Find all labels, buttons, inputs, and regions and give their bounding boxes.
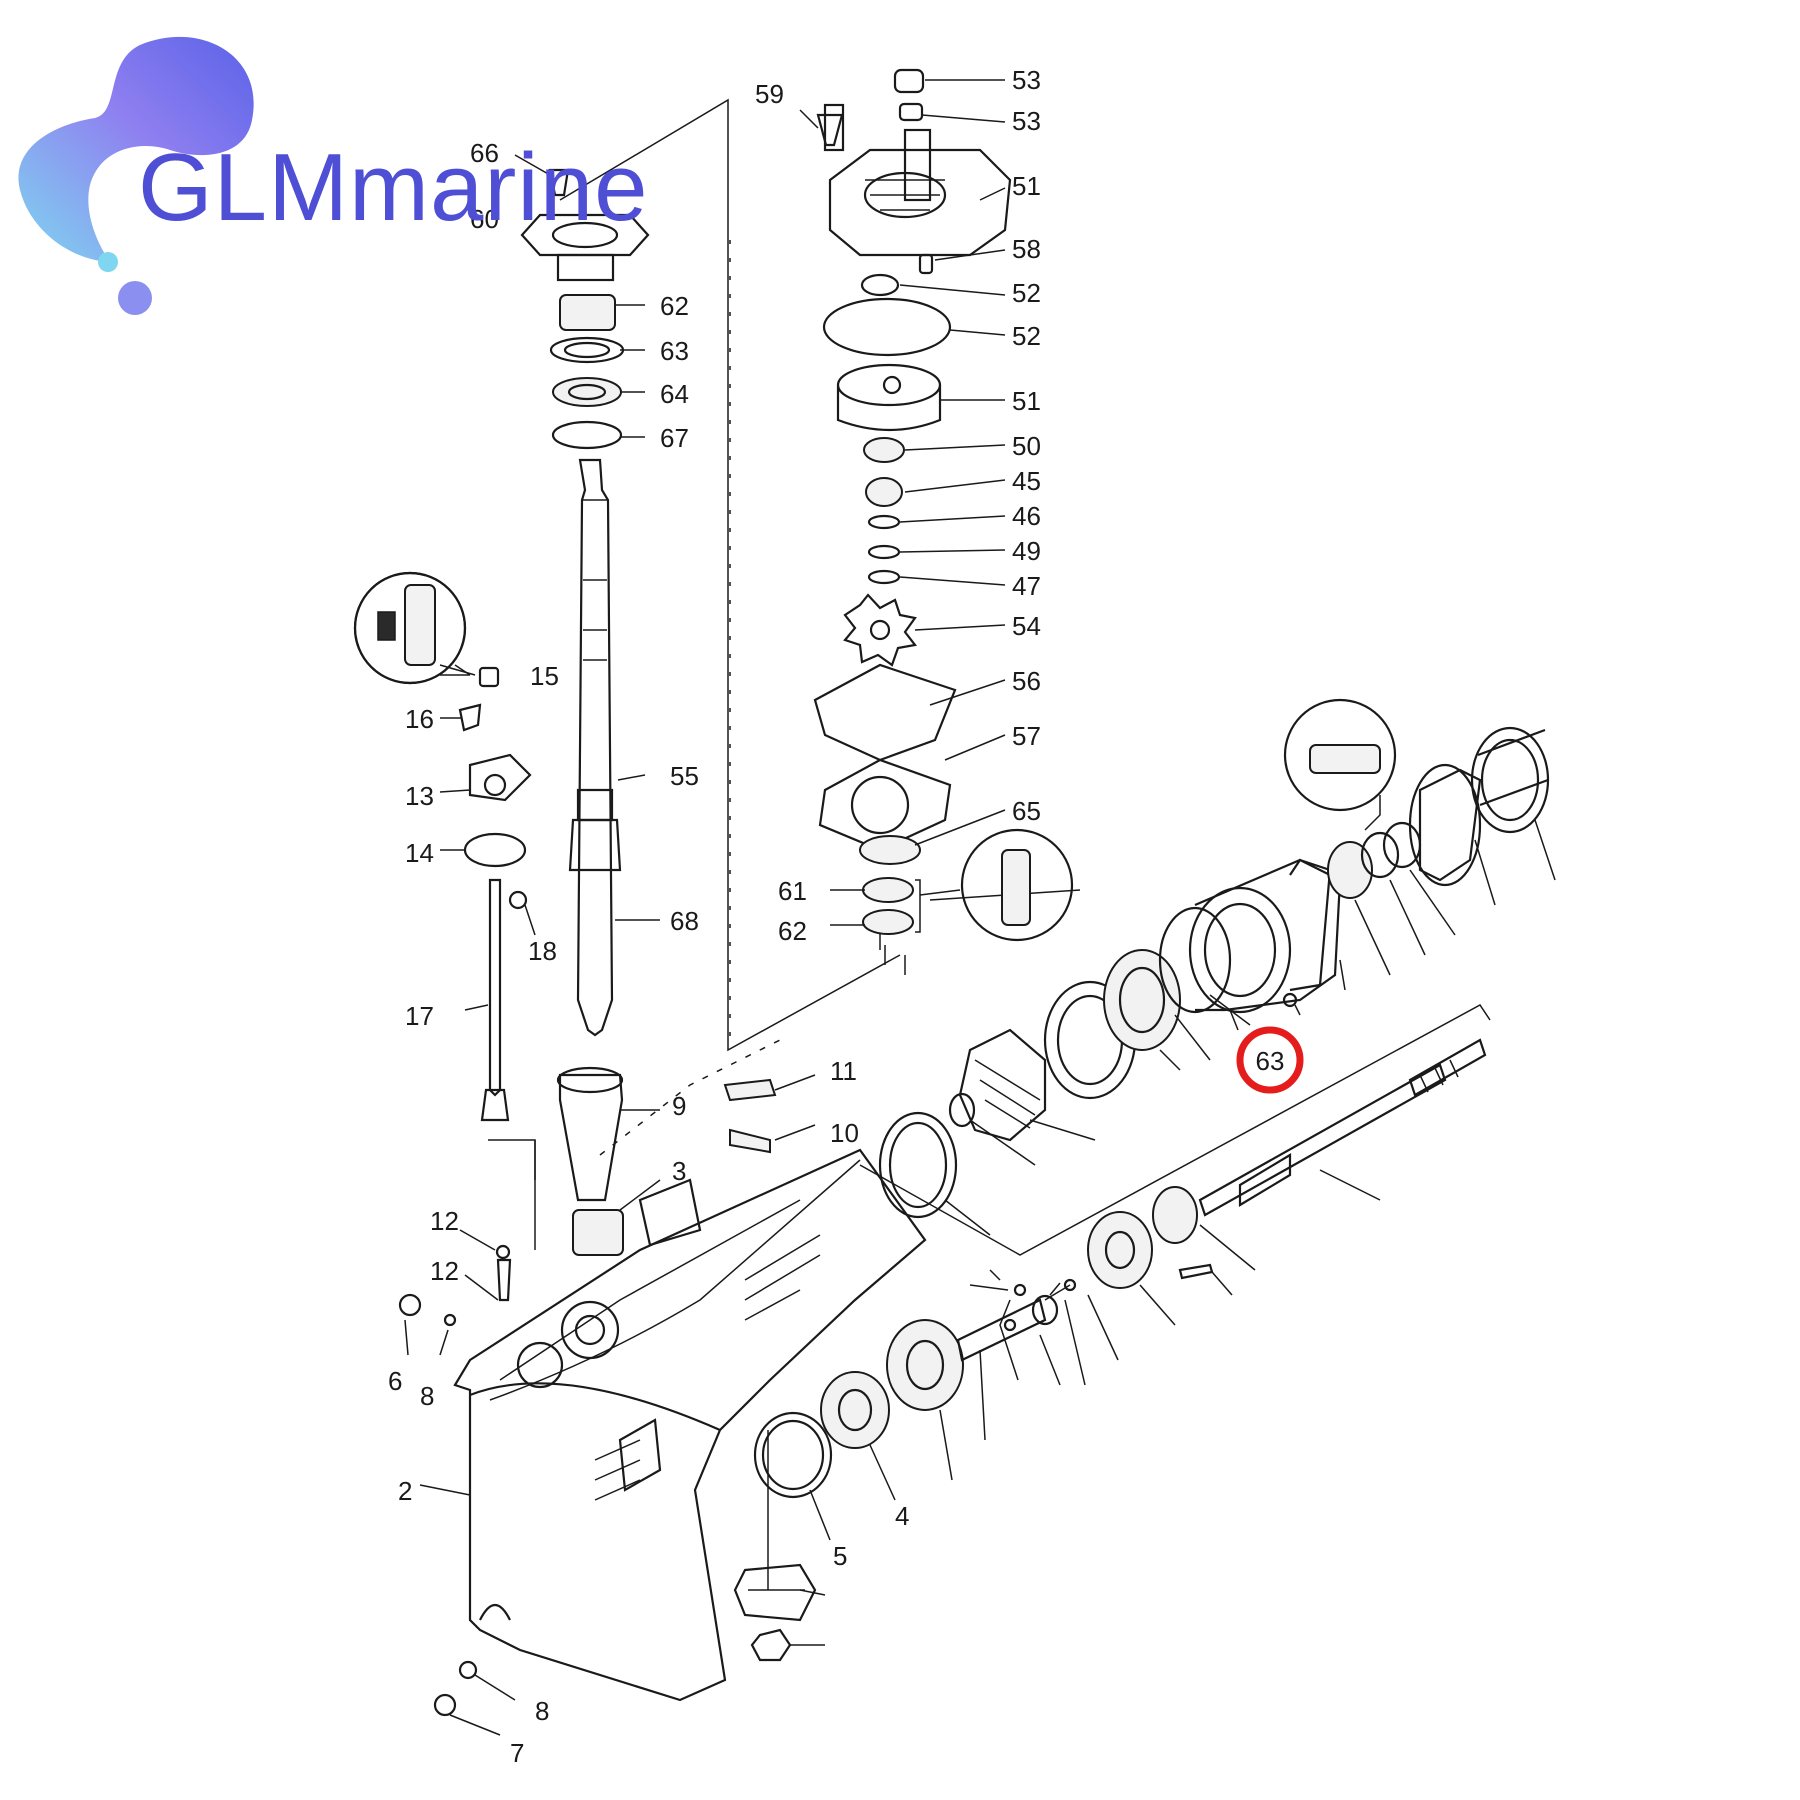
part-label-30: 54 [1012, 611, 1041, 641]
part-label-14: 13 [405, 781, 434, 811]
part-label-21b: 47 [1012, 571, 1041, 601]
part-label-22: 49 [1012, 536, 1041, 566]
highlighted-part-callout[interactable]: 63 [1236, 1026, 1304, 1094]
propeller-shaft-assembly [733, 726, 1550, 1662]
part-label-19: 18 [528, 936, 557, 966]
part-label-24: 51 [1012, 171, 1041, 201]
drive-shaft [568, 458, 622, 1037]
brand-logo-blob [18, 36, 254, 315]
part-label-12: 12 [430, 1256, 459, 1286]
part-label-28: 53 [1012, 106, 1041, 136]
part-label-2: 2 [398, 1476, 412, 1506]
part-label-10: 10 [830, 1118, 859, 1148]
part-label-38: 62 [660, 291, 689, 321]
part-label-5: 5 [833, 1541, 847, 1571]
part-label-31: 55 [670, 761, 699, 791]
part-label-39: 63 [660, 336, 689, 366]
part-label-3: 3 [672, 1156, 686, 1186]
part-label-26: 52 [1012, 321, 1041, 351]
part-label-6: 6 [388, 1366, 402, 1396]
part-label-4: 4 [895, 1501, 909, 1531]
part-label-23: 50 [1012, 431, 1041, 461]
brand-logo-text: GLMmarine [138, 134, 649, 241]
part-label-42: 65 [1012, 796, 1041, 826]
part-label-44: 68 [670, 906, 699, 936]
part-label-21a: 46 [1012, 501, 1041, 531]
shift-assembly [353, 571, 532, 1122]
part-label-37b: 62 [778, 916, 807, 946]
part-label-8b: 8 [535, 1696, 549, 1726]
part-label-43: 66 [470, 138, 499, 168]
part-label-13: 12 [430, 1206, 459, 1236]
lower-components [398, 1066, 777, 1717]
part-label-35: 59 [755, 79, 784, 109]
part-label-20: 45 [1012, 466, 1041, 496]
part-label-63: 63 [1256, 1046, 1285, 1076]
part-label-27: 52 [1012, 278, 1041, 308]
part-label-25: 51 [1012, 386, 1041, 416]
detail-callout-icons [353, 571, 1397, 942]
part-label-41: 67 [660, 423, 689, 453]
part-label-33: 57 [1012, 721, 1041, 751]
part-labels: 53 53 51 58 52 52 51 50 45 46 49 47 54 5… [388, 65, 1041, 1768]
part-label-36: 60 [470, 204, 499, 234]
gear-case-housing [453, 1148, 927, 1702]
part-label-40: 64 [660, 379, 689, 409]
part-label-32: 56 [1012, 666, 1041, 696]
part-label-16: 15 [530, 661, 559, 691]
part-label-37a: 61 [778, 876, 807, 906]
water-pump-stack [813, 68, 1012, 935]
leader-lines [404, 79, 1556, 1736]
part-label-17: 16 [405, 704, 434, 734]
part-label-8a: 8 [420, 1381, 434, 1411]
part-label-9: 9 [672, 1091, 686, 1121]
part-label-29: 53 [1012, 65, 1041, 95]
part-label-7: 7 [510, 1738, 524, 1768]
part-label-11: 11 [830, 1056, 857, 1086]
part-label-15: 14 [405, 838, 434, 868]
part-label-34: 58 [1012, 234, 1041, 264]
part-label-18: 17 [405, 1001, 434, 1031]
